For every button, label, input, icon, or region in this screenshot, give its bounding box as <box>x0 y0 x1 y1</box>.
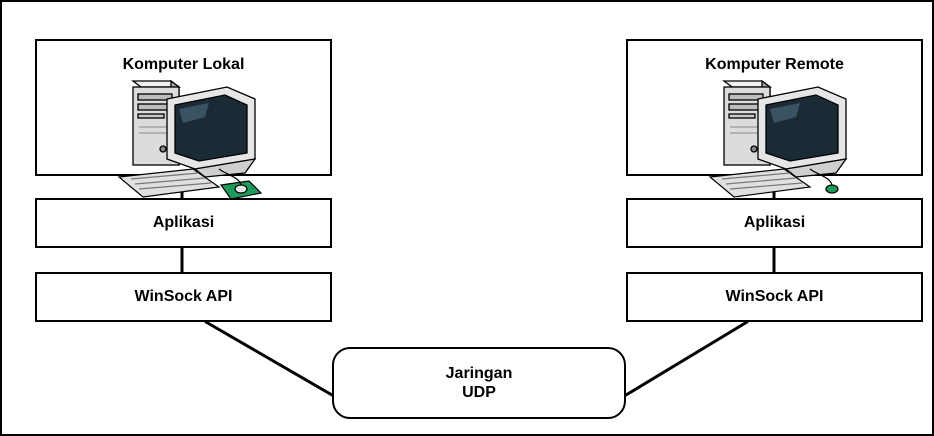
mouse <box>809 168 839 194</box>
remote-app-box: Aplikasi <box>626 198 923 248</box>
remote-app-label: Aplikasi <box>743 214 806 231</box>
monitor <box>165 86 256 178</box>
keyboard <box>708 168 812 198</box>
local-computer-label: Komputer Lokal <box>122 56 245 73</box>
local-winsock-box: WinSock API <box>35 272 332 322</box>
remote-computer-box: Komputer Remote <box>626 39 923 198</box>
connector-left-api-network <box>204 320 334 397</box>
local-app-box: Aplikasi <box>35 198 332 248</box>
network-label-line2: UDP <box>462 384 496 401</box>
network-node: Jaringan UDP <box>332 347 626 419</box>
monitor <box>756 86 847 178</box>
desktop-computer-icon <box>117 79 262 200</box>
remote-winsock-box: WinSock API <box>626 272 923 322</box>
local-computer-box: Komputer Lokal <box>35 39 332 200</box>
local-app-label: Aplikasi <box>152 214 215 231</box>
connector-right-api-network <box>624 320 749 397</box>
remote-computer-label: Komputer Remote <box>705 56 844 73</box>
local-winsock-label: WinSock API <box>134 288 233 305</box>
keyboard <box>117 168 221 198</box>
desktop-computer-icon <box>708 79 847 198</box>
network-label-line1: Jaringan <box>445 365 513 382</box>
remote-winsock-label: WinSock API <box>725 288 824 305</box>
mouse <box>218 168 262 200</box>
